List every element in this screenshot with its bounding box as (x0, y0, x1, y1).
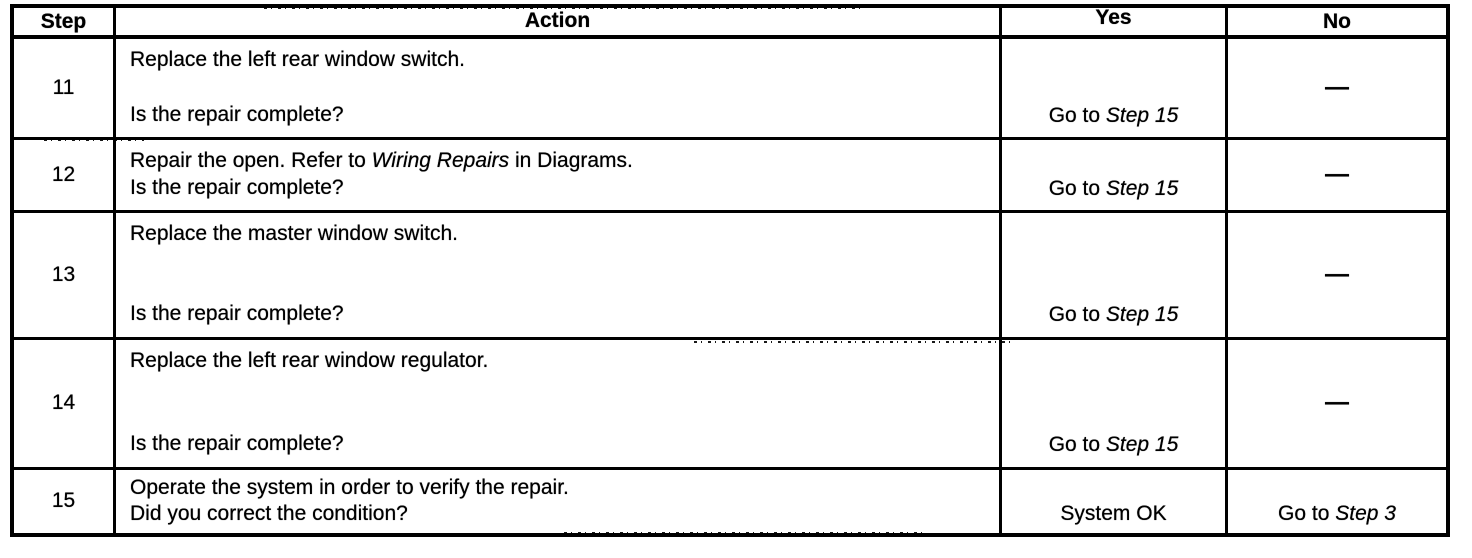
no-value: — (1325, 160, 1349, 188)
action-question: Is the repair complete? (130, 102, 344, 126)
table-row-step-13: 13 Replace the master window switch. Is … (14, 212, 1446, 340)
action-instruction: Replace the left rear window switch. (130, 48, 465, 71)
step-cell: 13 (14, 212, 116, 337)
header-action: Action (116, 8, 1002, 35)
scan-noise (264, 7, 864, 9)
action-question: Is the repair complete? (130, 302, 344, 326)
action-instruction: Replace the master window switch. (130, 221, 458, 245)
header-yes: Yes (1002, 6, 1228, 35)
step-cell: 12 (14, 139, 116, 210)
step-number: 12 (51, 162, 76, 186)
scan-noise (44, 139, 144, 141)
step-number: 13 (51, 262, 76, 286)
diagnostic-table: Step Action Yes No 11 Replace the left r… (10, 4, 1450, 537)
yes-cell: Go to Step 15 (1002, 39, 1228, 137)
action-cell: Replace the left rear window switch. Is … (116, 39, 1002, 137)
yes-value: Go to Step 15 (1048, 103, 1179, 127)
yes-value: Go to Step 15 (1048, 433, 1179, 457)
no-cell: — (1228, 140, 1446, 210)
action-cell: Repair the open. Refer to Wiring Repairs… (116, 139, 1002, 210)
scan-noise (644, 37, 1074, 39)
table-row-step-12: 12 Repair the open. Refer to Wiring Repa… (14, 139, 1446, 213)
step-cell: 11 (14, 39, 116, 137)
step-cell: 15 (14, 469, 116, 534)
table-row-step-15: 15 Operate the system in order to verify… (14, 469, 1446, 534)
action-instruction: Replace the left rear window regulator. (130, 348, 489, 372)
step-number: 14 (51, 391, 76, 415)
no-cell: — (1228, 213, 1446, 337)
yes-cell: Go to Step 15 (1002, 212, 1228, 337)
step-number: 15 (51, 489, 76, 513)
no-value: — (1325, 389, 1349, 417)
yes-value: Go to Step 15 (1048, 303, 1179, 327)
action-question: Did you correct the condition? (130, 501, 408, 525)
table-row-step-11: 11 Replace the left rear window switch. … (14, 39, 1446, 140)
action-question: Is the repair complete? (130, 432, 344, 456)
scan-noise (564, 532, 924, 534)
no-value: — (1325, 260, 1349, 288)
action-instruction: Repair the open. Refer to Wiring Repairs… (130, 148, 633, 172)
scan-noise (694, 341, 1014, 343)
no-value: Go to Step 3 (1278, 501, 1396, 525)
yes-value: Go to Step 15 (1048, 176, 1179, 200)
step-cell: 14 (14, 339, 116, 467)
no-value: — (1325, 73, 1349, 101)
action-cell: Operate the system in order to verify th… (116, 469, 1002, 534)
table-row-step-14: 14 Replace the left rear window regulato… (14, 339, 1446, 470)
step-number: 11 (52, 75, 75, 99)
action-cell: Replace the master window switch. Is the… (116, 212, 1002, 337)
no-cell: Go to Step 3 (1228, 470, 1446, 534)
yes-cell: Go to Step 15 (1002, 139, 1228, 210)
action-cell: Replace the left rear window regulator. … (116, 339, 1002, 467)
header-step: Step (14, 8, 116, 35)
action-instruction: Operate the system in order to verify th… (130, 475, 569, 499)
yes-cell: Go to Step 15 (1002, 339, 1228, 467)
yes-value: System OK (1060, 501, 1167, 525)
table-header-row: Step Action Yes No (14, 6, 1446, 39)
yes-cell: System OK (1002, 469, 1228, 534)
action-question: Is the repair complete? (130, 175, 344, 199)
header-no: No (1323, 9, 1351, 33)
no-cell: — (1228, 340, 1446, 467)
no-cell: — (1228, 39, 1446, 137)
